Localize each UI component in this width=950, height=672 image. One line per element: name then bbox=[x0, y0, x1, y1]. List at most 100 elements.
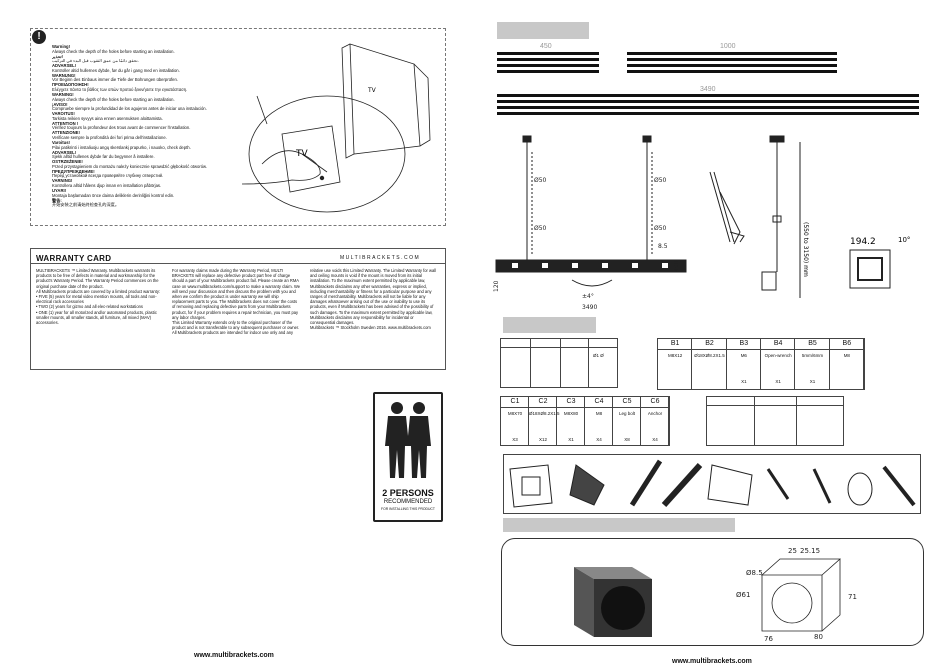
dim-tilt: ±4° bbox=[582, 293, 594, 300]
persons-line3: FOR INSTALLING THIS PRODUCT bbox=[381, 507, 435, 511]
warning-line-heading: 警告: bbox=[52, 197, 62, 203]
dim-10deg: 10° bbox=[898, 236, 910, 244]
parts_b-spec: 5mm/6mm bbox=[801, 353, 824, 358]
front-view-drawing: Ø50 Ø50 Ø50 Ø50 8.5 400 120 ±4° 3490 bbox=[493, 135, 687, 311]
warning-line-text: Przed przystąpieniem do montażu należy k… bbox=[52, 163, 208, 169]
dim-phi50-c: Ø50 bbox=[654, 177, 667, 184]
parts_c-spec: Anchor bbox=[647, 411, 663, 416]
persons-line2: RECOMMENDED bbox=[383, 499, 433, 505]
parts_c-qty: X1 bbox=[568, 437, 574, 442]
dim-8-5: 8.5 bbox=[658, 243, 668, 250]
parts_c-spec: M8X70 bbox=[507, 411, 523, 416]
parts_c-qty: X8 bbox=[624, 437, 630, 442]
warning-line-heading: Varoitus! bbox=[52, 140, 70, 145]
hardware-icons bbox=[509, 459, 916, 508]
rail-1000 bbox=[627, 50, 837, 78]
parts_c-header: C1 bbox=[510, 398, 520, 405]
rail-450 bbox=[497, 50, 599, 78]
warning-line-heading: VARNING! bbox=[52, 178, 73, 184]
parts_b-spec: M8 bbox=[843, 353, 850, 358]
warning-line-text: Vor Beginn des Einbaus immer die Tiefe d… bbox=[52, 77, 178, 83]
warning-line-heading: تحذير! bbox=[52, 53, 63, 59]
two-persons-icon bbox=[385, 402, 431, 478]
warning-line-heading: ¡AVISO! bbox=[52, 101, 68, 107]
tv-label-small: TV bbox=[367, 87, 377, 94]
dim-rail-450: 450 bbox=[540, 43, 552, 50]
parts-a-spec: Ø1 Ø bbox=[593, 353, 604, 358]
parts_c-spec: Ø18XØ8.2X1.5 bbox=[529, 411, 560, 416]
parts_b-header: B6 bbox=[842, 340, 852, 347]
parts_b-header: B2 bbox=[705, 340, 714, 347]
cube-dim-25-15: 25.15 bbox=[800, 547, 820, 555]
dim-rail-3490: 3490 bbox=[700, 86, 716, 93]
parts_b-qty: X1 bbox=[741, 379, 747, 384]
section-header-cube bbox=[503, 518, 735, 532]
parts_b-spec: Open-wrench bbox=[764, 353, 792, 358]
parts_c-spec: M8 bbox=[595, 411, 603, 416]
warning-line-heading: ADVARSEL! bbox=[52, 149, 77, 155]
parts_c-qty: X4 bbox=[652, 437, 658, 442]
cube-dim-80: 80 bbox=[814, 633, 823, 641]
parts_b-header: B5 bbox=[808, 340, 817, 347]
dim-rail-1000: 1000 bbox=[720, 43, 736, 50]
cube-dim-61: Ø61 bbox=[736, 591, 750, 599]
parts-table-a: Ø1 Ø bbox=[500, 338, 618, 388]
parts_c-qty: X3 bbox=[512, 437, 518, 442]
dim-phi50-a: Ø50 bbox=[534, 177, 547, 184]
tv-label-large: TV bbox=[295, 149, 308, 159]
dim-tube-length: (550 to 3150) mm bbox=[802, 222, 809, 277]
warning-line-text: Compruebe siempre la profundidad de los … bbox=[52, 106, 207, 112]
warning-line-text: 开始安装之前请始终检查孔的深度。 bbox=[52, 202, 120, 208]
dim-120: 120 bbox=[493, 280, 500, 292]
parts_b-qty: X1 bbox=[775, 379, 781, 384]
section-header-parts bbox=[503, 317, 596, 333]
warning-line-heading: ADVARSEL! bbox=[52, 63, 77, 69]
cube-dim-25: 25 bbox=[788, 547, 797, 555]
parts_b-qty: X1 bbox=[809, 379, 816, 384]
parts_b-spec: M6 bbox=[740, 353, 747, 358]
warranty-divider bbox=[30, 263, 446, 264]
parts_c-header: C4 bbox=[594, 398, 604, 405]
warranty-column-3: relative use voids this Limited Warranty… bbox=[310, 268, 437, 331]
cube-panel: Ø8.5 Ø61 25 25.15 71 76 80 bbox=[501, 538, 924, 646]
warning-line-text: Sjekk alltid hullenes dybde før du begyn… bbox=[52, 154, 155, 160]
warning-line-heading: UYARI! bbox=[52, 188, 67, 193]
persons-line1: 2 PERSONS bbox=[382, 488, 434, 498]
section-header-rails bbox=[497, 22, 589, 39]
warning-line-text: Always check the depth of the holes befo… bbox=[52, 96, 175, 102]
warning-line-heading: OSTRZEŻENIE! bbox=[52, 159, 83, 165]
dim-400: 400 bbox=[673, 260, 680, 272]
warning-line-text: Always check the depth of the holes befo… bbox=[52, 48, 175, 54]
warning-line-text: Ελέγχετε πάντα το βάθος των οπών προτού … bbox=[52, 87, 188, 92]
warning-line-heading: VAROITUS! bbox=[52, 111, 75, 117]
cube-dim-76: 76 bbox=[764, 635, 773, 643]
warning-icon: ! bbox=[32, 30, 46, 44]
dim-3490: 3490 bbox=[582, 304, 597, 311]
warning-line-text: تحقق دائمًا من عمق الثقوب قبل البدء في ا… bbox=[52, 58, 139, 64]
parts_b-header: B3 bbox=[739, 340, 749, 347]
cube-drawing: Ø8.5 Ø61 25 25.15 71 76 80 bbox=[574, 547, 857, 643]
warranty-column-2: For warranty claims made during the Warr… bbox=[172, 268, 301, 336]
dim-phi50-d: Ø50 bbox=[654, 225, 667, 232]
parts_c-header: C2 bbox=[538, 398, 548, 405]
warning-line-heading: ΠΡΟΕΙΔΟΠΟΙΗΣΗ! bbox=[52, 82, 89, 88]
warning-box bbox=[30, 28, 446, 226]
footer-url-left[interactable]: www.multibrackets.com bbox=[194, 652, 274, 659]
parts_c-qty: X4 bbox=[596, 437, 602, 442]
warning-line-text: Montaja başlamadan önce daima deliklerin… bbox=[52, 192, 175, 198]
tv-drilling-illustration: TV TV bbox=[241, 43, 431, 213]
parts_c-header: C6 bbox=[650, 398, 660, 405]
cube-dim-8-5: Ø8.5 bbox=[746, 569, 763, 577]
warranty-column-1: MULTIBRACKETS ™ Limited Warranty. Multib… bbox=[36, 268, 161, 326]
footer-url-right[interactable]: www.multibrackets.com bbox=[672, 658, 752, 665]
